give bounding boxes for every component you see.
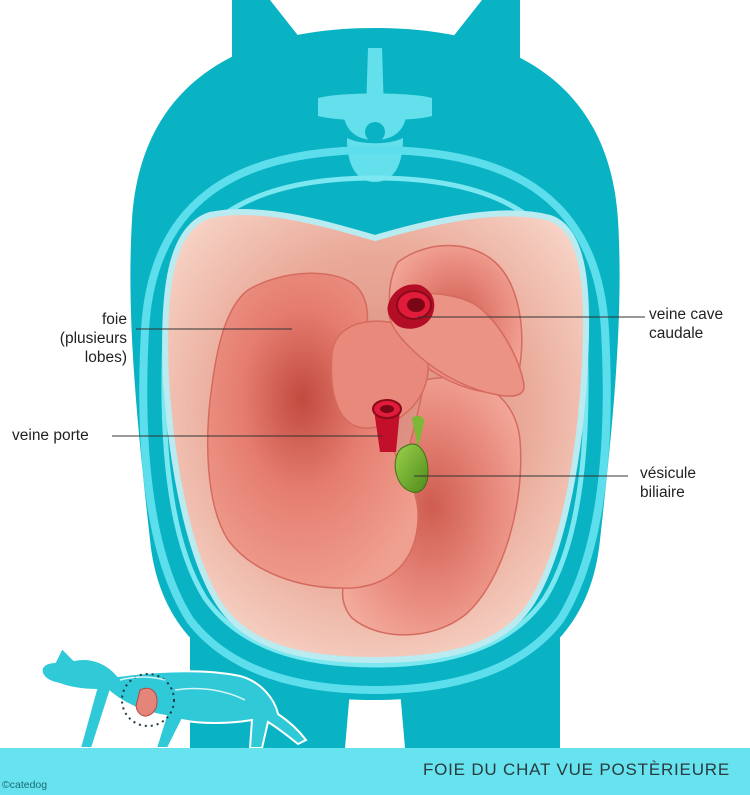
portal-vein <box>372 399 402 452</box>
label-portal-vein-line-1: veine porte <box>12 427 89 444</box>
label-liver-line-1: foie <box>102 311 127 328</box>
ear-left <box>232 0 300 58</box>
liver-lobe-caudate <box>330 320 429 429</box>
footer-title: FOIE DU CHAT VUE POSTÈRIEURE <box>422 760 730 779</box>
rib-band-outer <box>139 145 611 695</box>
label-caudal-vena-cava-line-2: caudale <box>649 325 704 342</box>
label-gallbladder-line-1: vésicule <box>640 465 696 482</box>
liver-lobe-left-large <box>206 272 419 589</box>
label-liver-line-2: (plusieurs <box>59 330 127 347</box>
label-liver: foie (plusieurs lobes) <box>60 310 127 367</box>
credit-text: ©catedog <box>2 779 48 791</box>
leader-lines <box>112 316 645 477</box>
gallbladder <box>394 415 429 493</box>
label-liver-line-3: lobes) <box>84 349 127 366</box>
label-portal-vein: veine porte <box>12 426 89 445</box>
caudal-vena-cava <box>387 284 435 329</box>
label-gallbladder-line-2: biliaire <box>640 484 685 501</box>
label-caudal-vena-cava-line-1: veine cave <box>649 306 724 323</box>
label-caudal-vena-cava: veine cave caudale <box>649 305 723 343</box>
label-gallbladder: vésicule biliaire <box>640 464 696 502</box>
footer-band <box>0 748 750 795</box>
ear-right <box>452 0 520 58</box>
